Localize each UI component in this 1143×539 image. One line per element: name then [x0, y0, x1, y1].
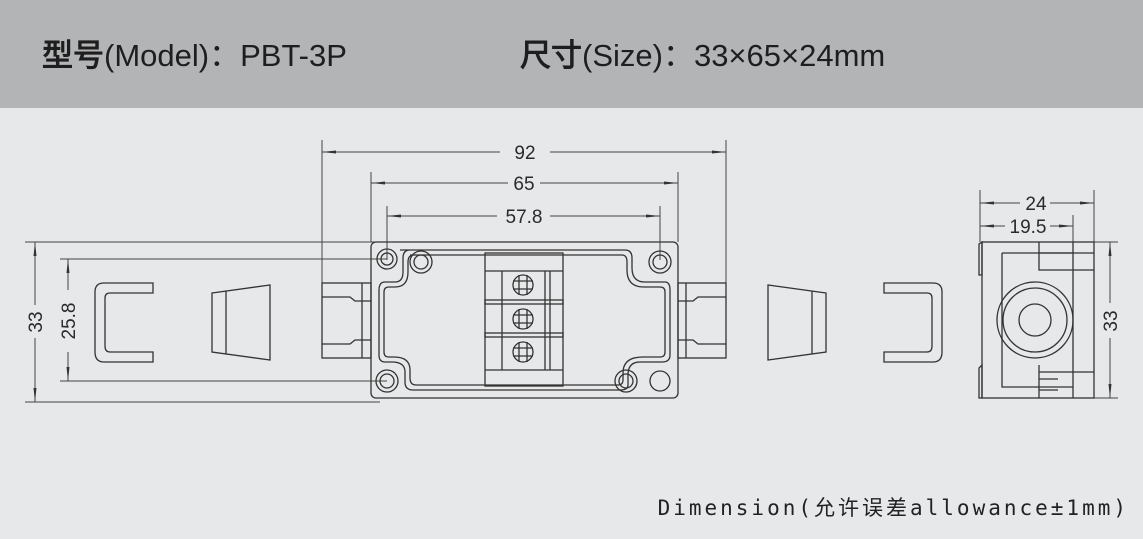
end-cap-left: [94, 282, 154, 363]
dim-92: 92: [514, 143, 535, 164]
dim-33-left: 33: [26, 311, 47, 332]
allowance-note: Dimension(允许误差allowance±1mm): [657, 496, 1129, 520]
model-value: PBT-3P: [240, 38, 347, 73]
junction-box-top-view: [321, 241, 727, 399]
size-label: 尺寸: [520, 38, 582, 73]
size-value: 33×65×24mm: [693, 38, 886, 73]
header-bar: 型号(Model)：PBT-3P 尺寸(Size)：33×65×24mm: [0, 0, 1143, 108]
extension-lines: [25, 140, 1118, 403]
dim-19-5: 19.5: [1010, 217, 1047, 238]
dim-24: 24: [1025, 194, 1047, 215]
dimension-labels: 92 65 57.8 33 25.8 24 19.5 33: [26, 143, 1122, 339]
dim-25-8: 25.8: [59, 303, 80, 340]
model-info: 型号(Model)：PBT-3P: [42, 30, 347, 75]
dim-65: 65: [513, 174, 534, 195]
size-info: 尺寸(Size)：33×65×24mm: [520, 30, 885, 75]
size-paren: (Size)：: [582, 38, 694, 73]
model-label: 型号: [42, 38, 104, 73]
cable-gland-right: [767, 284, 827, 361]
technical-drawing: 92 65 57.8 33 25.8 24 19.5 33: [25, 140, 1122, 403]
dim-57-8: 57.8: [506, 207, 543, 228]
junction-box-side-view: [978, 240, 1095, 399]
cable-gland-left: [211, 284, 271, 361]
dim-33-right: 33: [1101, 310, 1122, 331]
terminal-block: [484, 252, 564, 387]
dimension-lines: [33, 150, 1112, 402]
model-paren: (Model)：: [104, 38, 241, 73]
end-cap-right: [883, 282, 943, 363]
